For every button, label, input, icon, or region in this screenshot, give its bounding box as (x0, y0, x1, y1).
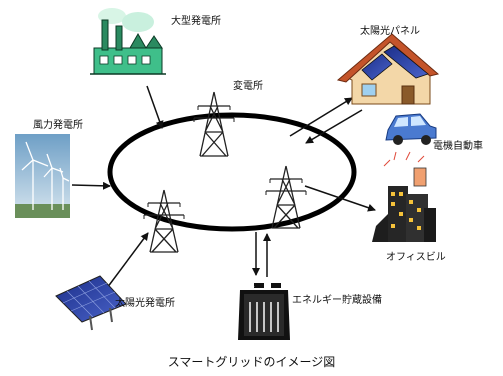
solar-farm-icon (55, 275, 127, 331)
label-office-building: オフィスビル (386, 252, 446, 263)
arrow-grid-to-office (304, 185, 376, 212)
label-energy-storage: エネルギー貯蔵設備 (292, 295, 382, 306)
label-solar-power-plant: 太陽光発電所 (115, 298, 175, 309)
pylon-icon (265, 165, 307, 229)
svg-text:+: + (250, 284, 255, 291)
battery-icon: + (238, 283, 290, 340)
label-electric-vehicle: 電機自動車 (433, 141, 483, 152)
power-plant-icon (90, 8, 166, 75)
arrow-house-to-grid (305, 109, 363, 144)
arrow-wind-to-grid (71, 181, 111, 190)
pylon-icon (193, 91, 235, 157)
arrow-grid-to-house (289, 97, 353, 137)
wind-farm-icon (15, 134, 70, 218)
house-solar-icon (336, 33, 440, 105)
arrow-solar-to-grid (103, 232, 149, 293)
office-building-icon (372, 151, 436, 242)
label-wind-power: 風力発電所 (33, 120, 83, 131)
label-solar-panel-house: 太陽光パネル (360, 26, 420, 37)
arrow-power-plant-to-grid (146, 85, 164, 129)
pylon-icon (143, 189, 185, 253)
label-substation: 変電所 (233, 81, 263, 92)
label-large-power-plant: 大型発電所 (171, 16, 221, 27)
diagram-caption: スマートグリッドのイメージ図 (167, 355, 336, 369)
grid-ring (107, 112, 357, 232)
electric-car-icon (385, 113, 437, 145)
